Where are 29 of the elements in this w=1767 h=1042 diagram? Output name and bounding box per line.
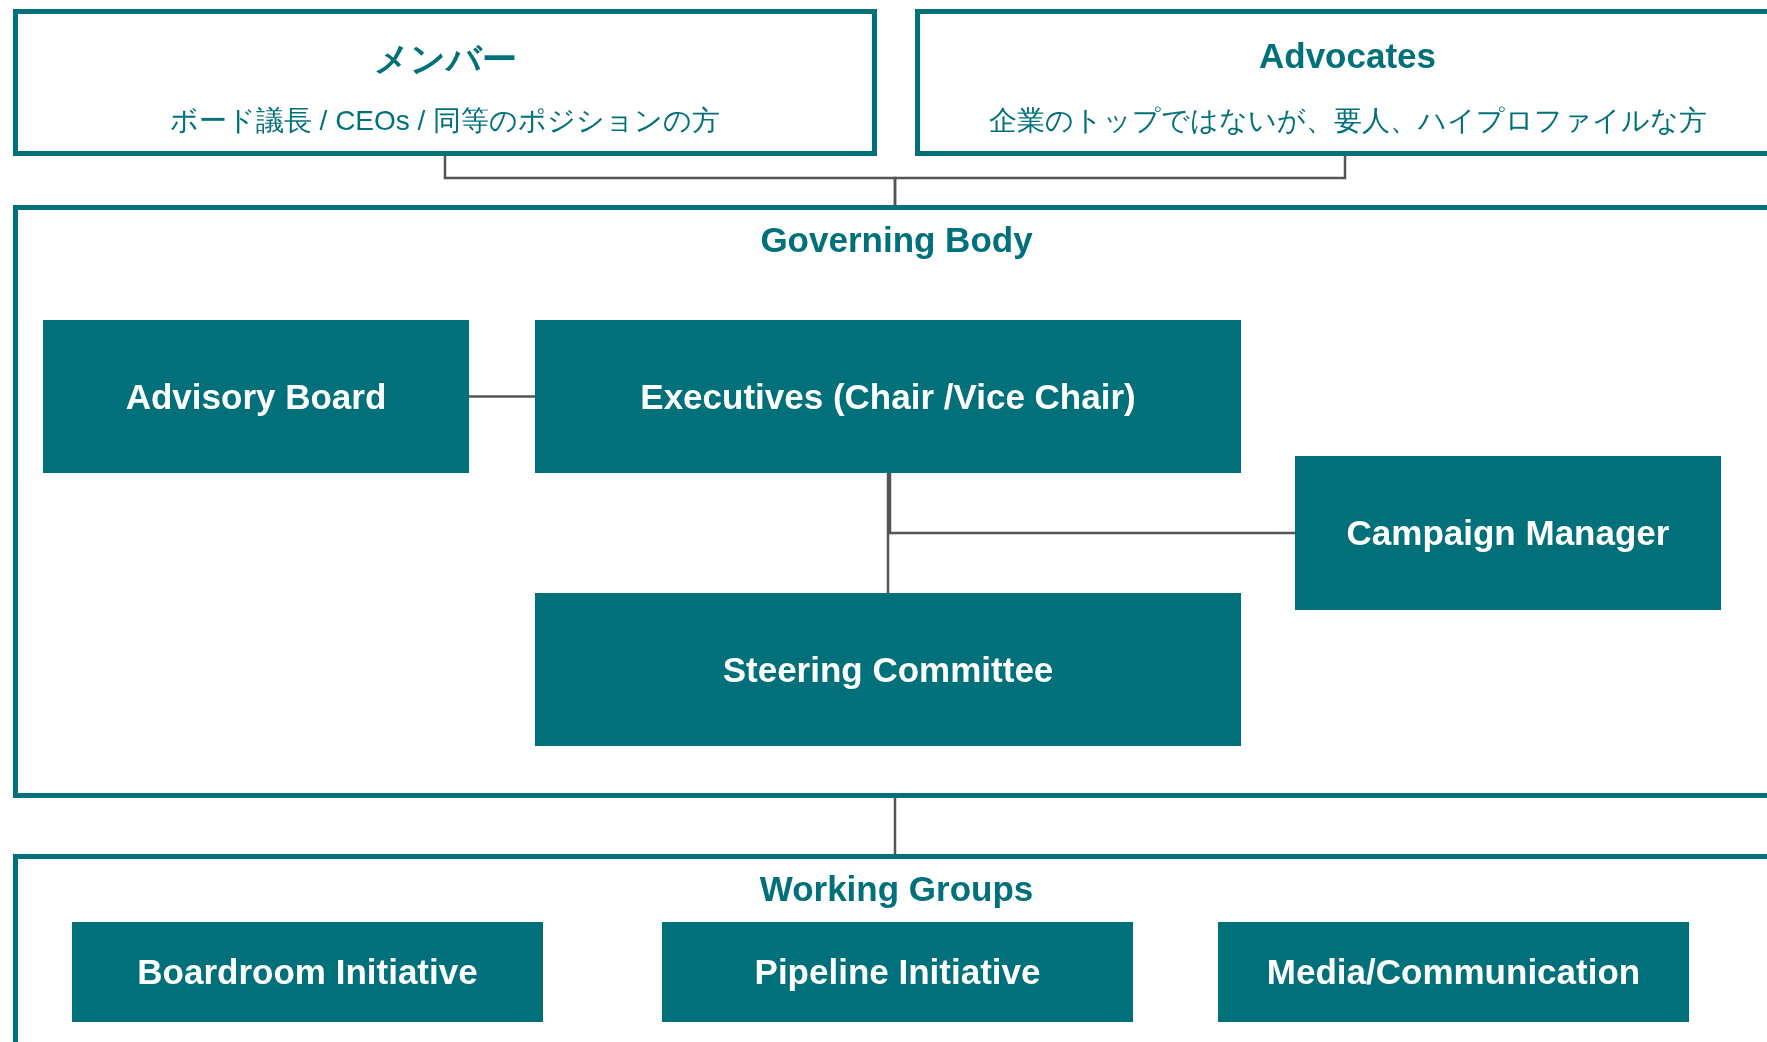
box-label: Executives (Chair /Vice Chair) [640,376,1136,417]
box-label: Pipeline Initiative [754,952,1041,992]
org-box [1218,922,1689,1022]
org-box [535,593,1241,746]
org-box [1295,456,1721,610]
box-label: Steering Committee [722,649,1054,690]
connector-line [893,798,897,854]
org-box [662,922,1133,1022]
group-box [13,9,877,156]
connector-line [893,156,1347,205]
group-subtitle: 企業のトップではないが、要人、ハイプロファイルな方 [987,104,1708,138]
group-title: Working Groups [758,869,1035,909]
group-box [915,9,1767,156]
box-label: Media/Communication [1266,952,1641,992]
connector-line [888,473,1295,535]
box-label: Boardroom Initiative [137,952,478,992]
org-box [43,320,469,473]
group-subtitle: ボード議長 / CEOs / 同等のポジションの方 [168,104,722,138]
group-box [13,205,1767,798]
group-title: メンバー [372,38,518,80]
group-box [13,854,1767,1042]
connector-line [886,473,890,593]
connector-line [469,395,535,398]
group-title: Governing Body [759,220,1034,260]
box-label: Campaign Manager [1346,513,1670,553]
org-box [535,320,1241,473]
group-title: Advocates [1258,36,1437,76]
box-label: Advisory Board [125,376,387,417]
org-box [72,922,543,1022]
